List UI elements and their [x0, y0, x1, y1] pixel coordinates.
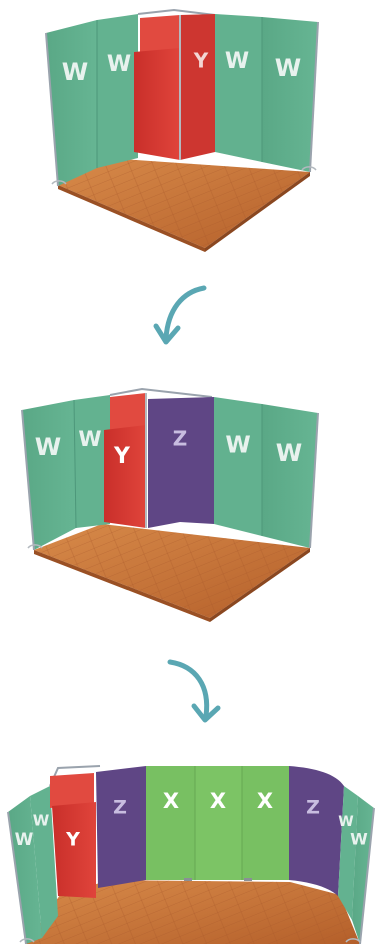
panel-x	[242, 766, 289, 880]
panel-foot	[244, 878, 252, 881]
panel-label-w: W	[15, 830, 34, 850]
panel-label-w: W	[33, 812, 50, 830]
panel-label-w: W	[78, 427, 101, 451]
panel-label-w: W	[225, 433, 250, 459]
panel-w	[97, 14, 138, 168]
panel-label-y: Y	[113, 444, 131, 469]
panel-label-w: W	[35, 433, 61, 461]
transition-arrow-1	[156, 288, 204, 342]
panel-w	[22, 400, 76, 550]
panel-label-w: W	[225, 49, 249, 74]
panel-label-x: X	[163, 789, 179, 813]
panel-x	[195, 766, 242, 880]
panel-w	[215, 14, 262, 162]
curved-arrow-down-left-icon	[166, 288, 204, 338]
panel-y-back	[110, 393, 146, 430]
panel-label-w: W	[338, 814, 353, 830]
panel-x	[146, 766, 195, 880]
panel-z	[148, 397, 214, 528]
panel-w	[262, 17, 318, 172]
panel-y-side	[180, 14, 215, 160]
panel-label-z: Z	[113, 797, 127, 819]
curved-arrow-down-right-icon	[170, 662, 207, 716]
panel-label-w: W	[275, 54, 301, 82]
panel-w	[262, 404, 318, 548]
panel-y-back	[140, 15, 180, 52]
stage-2-configuration: W W Y Z W W	[22, 389, 318, 622]
panel-label-x: X	[210, 789, 226, 813]
transition-arrow-2	[170, 662, 218, 720]
panel-label-x: X	[257, 789, 273, 813]
panel-y-door	[104, 425, 146, 528]
panel-label-w: W	[107, 52, 131, 77]
panel-y-back	[50, 773, 94, 808]
panel-label-w: W	[62, 58, 88, 86]
panel-label-w: W	[276, 439, 302, 467]
panel-z	[96, 766, 146, 888]
panel-w	[214, 397, 262, 536]
stage-1-configuration: W W Y W W	[46, 10, 318, 252]
panel-w	[46, 20, 97, 186]
panel-label-y: Y	[65, 829, 80, 851]
panel-label-w: W	[350, 830, 368, 849]
panel-z	[289, 766, 344, 896]
panel-label-z: Z	[173, 427, 188, 451]
panel-label-y: Y	[193, 49, 209, 73]
panel-foot	[184, 878, 192, 881]
frame-top	[138, 10, 215, 15]
panel-y-door	[134, 48, 180, 160]
stage-3-configuration: W W Y Z X X X Z W W	[8, 766, 374, 944]
panel-label-z: Z	[306, 797, 320, 819]
